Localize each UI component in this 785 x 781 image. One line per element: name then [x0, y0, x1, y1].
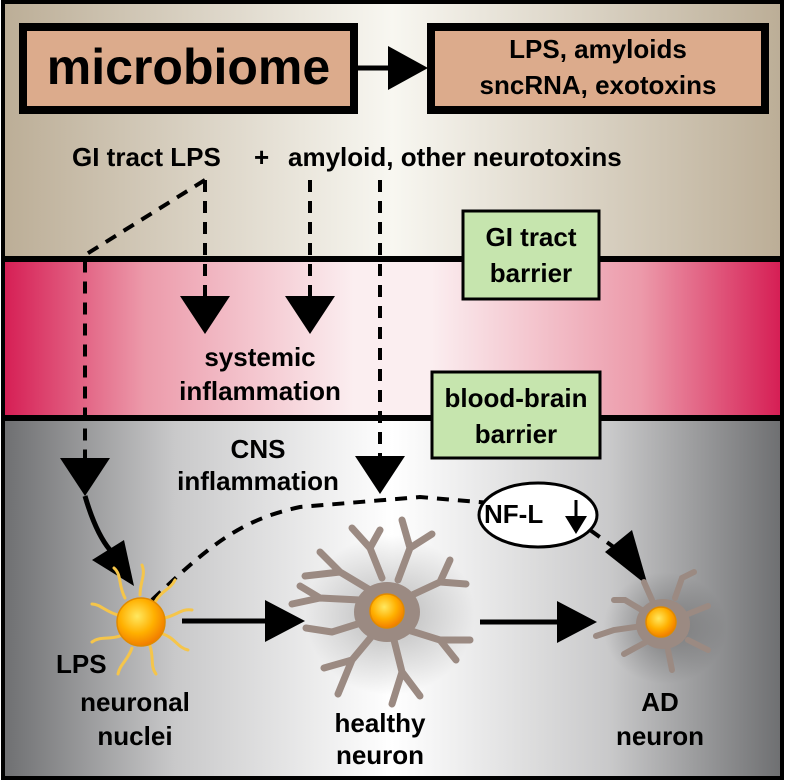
systemic-line2: inflammation	[179, 376, 341, 406]
systemic-line1: systemic	[204, 342, 316, 372]
neurotoxins-label: amyloid, other neurotoxins	[288, 142, 622, 172]
products-box	[427, 23, 769, 114]
lps-nucleus	[116, 597, 166, 647]
gi-lps-to-systemic-head	[180, 296, 230, 334]
neurotoxins-to-cns-head	[355, 456, 405, 494]
dashed-arrows	[83, 178, 617, 602]
brain-to-nuclei-head	[92, 540, 134, 586]
nfl-down-arrow-head	[565, 516, 587, 534]
microbiome-arrow-head	[388, 46, 428, 90]
healthy-to-ad-head	[557, 601, 597, 643]
gi-barrier-box	[461, 209, 601, 301]
ad-neuron-nucleus	[645, 606, 677, 638]
cns-line1: CNS	[230, 434, 286, 464]
ad-neuron	[593, 569, 727, 684]
neurotoxins-to-systemic-head	[285, 296, 335, 334]
products-line1: LPS, amyloids	[509, 34, 687, 64]
gi-lps-to-brain-head	[60, 458, 110, 496]
gi-barrier-line2: barrier	[489, 258, 573, 288]
systemic-band	[5, 259, 780, 418]
healthy-neuron-nucleus	[369, 593, 405, 629]
lps-nucleus-cell	[90, 563, 194, 676]
healthy-line1: healthy	[334, 708, 426, 738]
lps-cell-label: LPS	[56, 649, 107, 679]
gi-lps-to-brain-path	[83, 178, 207, 460]
gi-barrier-line1: GI tract	[485, 222, 577, 252]
lps-strands	[90, 563, 194, 676]
bbb-barrier-line2: barrier	[474, 419, 558, 449]
nfl-ellipse	[477, 481, 599, 549]
ad-line1: AD	[641, 687, 679, 717]
products-line2: sncRNA, exotoxins	[479, 70, 717, 100]
ad-line2: neuron	[615, 721, 705, 751]
nuclei-to-ad-head	[605, 530, 648, 586]
microbiome-box	[19, 23, 358, 114]
plus-label: +	[254, 142, 270, 172]
healthy-neuron	[288, 516, 475, 708]
nfl-label: NF-L	[484, 499, 544, 529]
nuclei-to-ad-path	[150, 494, 617, 602]
healthy-line2: neuron	[335, 740, 425, 770]
dashed-arrow-heads	[60, 296, 648, 586]
nuclei-line1: neuronal	[80, 687, 190, 717]
microbiome-label: microbiome	[46, 39, 331, 95]
cns-line2: inflammation	[177, 466, 339, 496]
bbb-barrier-line1: blood-brain	[444, 383, 588, 413]
brain-to-nuclei-curve	[82, 495, 112, 552]
bbb-barrier-box	[430, 370, 602, 460]
nuclei-to-healthy-head	[265, 600, 305, 642]
gi-tract-lps-label: GI tract LPS	[72, 142, 221, 172]
nuclei-line2: nuclei	[97, 721, 173, 751]
